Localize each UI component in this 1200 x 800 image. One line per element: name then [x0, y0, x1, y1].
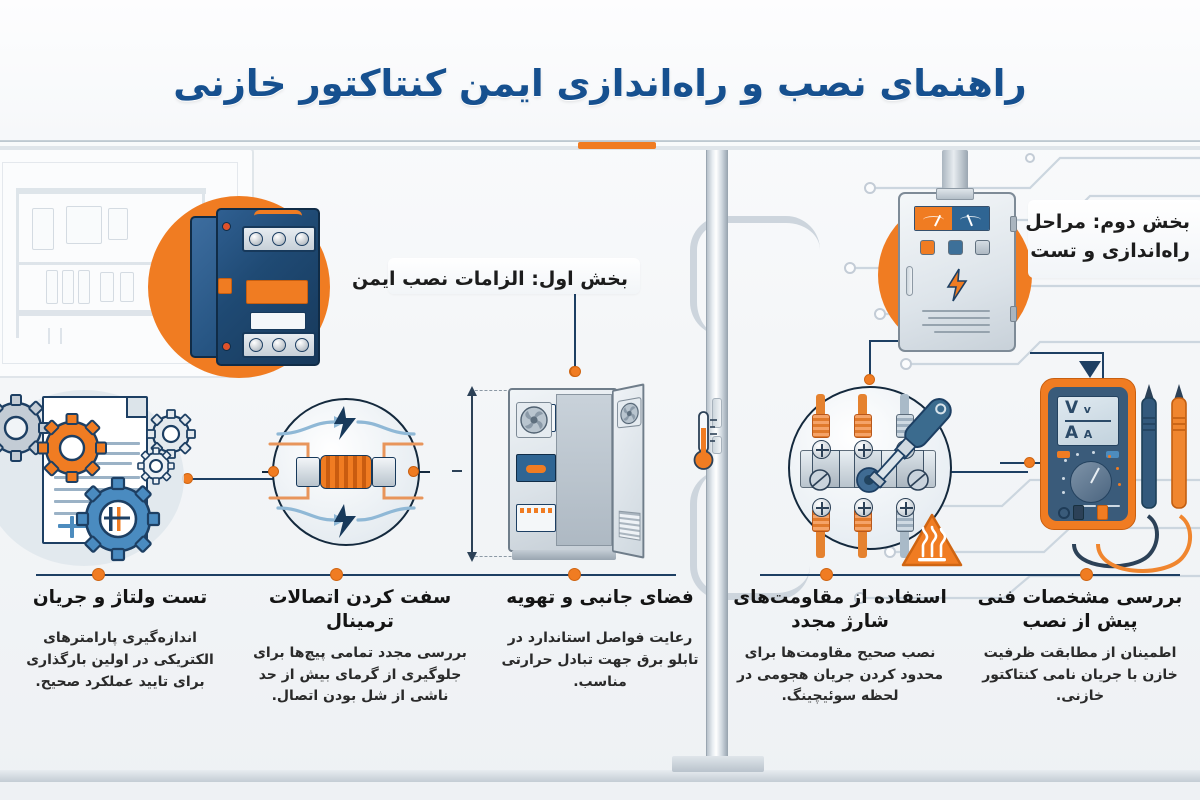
terminal-screw-bottom-2	[854, 498, 873, 517]
cabinet-height-dimension-arrow	[467, 386, 477, 562]
card-body: بررسی مجدد تمامی پیچ‌ها برای جلوگیری از …	[253, 644, 467, 705]
step-card-testing: تست ولتاژ و جریان اندازه‌گیری پارامترهای…	[0, 586, 240, 800]
gear-cluster-icon	[0, 394, 196, 562]
cabinet-tick-left	[452, 470, 462, 472]
control-panel-cabinet-icon	[898, 192, 1017, 352]
connector-dot-cabinet-top	[570, 366, 581, 377]
card-body: نصب صحیح مقاومت‌ها برای محدود کردن جریان…	[736, 644, 944, 705]
multimeter-probe-leads	[1072, 514, 1192, 573]
section-two-plate	[1028, 200, 1200, 278]
section-one-plate	[388, 258, 640, 294]
multimeter-probe-black	[1141, 384, 1157, 509]
panel-hinge-bottom	[1010, 306, 1017, 322]
terminal-screw-bottom-1	[812, 498, 831, 517]
terminal-wire-3-bottom	[900, 518, 909, 558]
panel-conduit-cap	[936, 188, 974, 200]
bottom-rail-dot-3	[568, 568, 581, 581]
resistor-node-right	[268, 466, 279, 477]
page-title: راهنمای نصب و راه‌اندازی ایمن کنتاکتور خ…	[173, 62, 1027, 105]
bottom-rail-dot-5	[1080, 568, 1093, 581]
step-card-resistors: استفاده از مقاومت‌های شارژ مجدد نصب صحیح…	[720, 586, 960, 800]
step-card-terminals: سفت کردن اتصالات ترمینال بررسی مجدد تمام…	[240, 586, 480, 800]
card-title: سفت کردن اتصالات ترمینال	[268, 587, 452, 633]
display-volt-symbol: V	[1065, 398, 1079, 419]
multimeter-led-left	[1057, 451, 1070, 458]
display-amp-symbol: A	[1065, 422, 1079, 443]
capacitor-contactor-icon	[190, 208, 320, 366]
display-amp-unit: A	[1083, 427, 1093, 441]
lightning-bolt-icon	[946, 268, 968, 302]
panel-hinge-top	[1010, 216, 1017, 232]
electrical-cabinet-icon	[508, 383, 645, 564]
meter-connector-marker	[1079, 361, 1101, 378]
multimeter-led-right	[1106, 451, 1119, 458]
connector-tag-down	[574, 284, 576, 370]
multimeter-port-com[interactable]	[1058, 507, 1070, 519]
bottom-rail-dot-2	[330, 568, 343, 581]
resistor-icon	[296, 455, 396, 489]
connector-terminal-to-meter	[948, 471, 1028, 473]
connector-dot-terminal-top	[864, 374, 875, 385]
digital-multimeter-icon: V v A A	[1040, 378, 1136, 530]
card-body: اطمینان از مطابقت ظرفیت خازن با جریان نا…	[982, 644, 1178, 705]
cabinet-dim-top	[470, 390, 526, 391]
card-title: استفاده از مقاومت‌های شارژ مجدد	[733, 587, 947, 633]
multimeter-probe-red	[1171, 384, 1187, 509]
title-accent-rule	[578, 142, 656, 149]
conduit-base	[672, 756, 764, 772]
section-one-label: بخش اول: الزامات نصب ایمن	[352, 268, 628, 290]
step-card-specs: بررسی مشخصات فنی پیش از نصب اطمینان از م…	[960, 586, 1200, 800]
connector-panel-to-meter	[1030, 352, 1104, 354]
bottom-flow-rail-right	[760, 574, 1180, 576]
card-body: اندازه‌گیری پارامترهای الکتریکی در اولین…	[26, 630, 214, 690]
hot-surface-warning-icon	[901, 513, 963, 567]
cabinet-fan-door	[617, 396, 642, 429]
conduit-bend-lower	[690, 470, 810, 600]
bottom-frame-bar	[0, 770, 1200, 782]
multimeter-jack-red	[1097, 505, 1108, 520]
cabinet-fan-left	[516, 402, 552, 438]
terminal-screw-top-1	[812, 440, 831, 459]
card-title: بررسی مشخصات فنی پیش از نصب	[977, 587, 1183, 633]
bottom-rail-dot-4	[820, 568, 833, 581]
panel-gauges	[914, 206, 990, 231]
terminal-wire-2-bottom	[858, 518, 867, 558]
card-title: تست ولتاژ و جریان	[32, 587, 208, 608]
multimeter-jack-black	[1073, 505, 1084, 520]
step-card-ventilation: فضای جانبی و تهویه رعایت فواصل استاندارد…	[480, 586, 720, 800]
terminal-screw-bottom-3	[896, 498, 915, 517]
panel-buttons	[920, 240, 990, 255]
section-two-label: بخش دوم: مراحل راه‌اندازی و تست	[1025, 211, 1190, 263]
terminal-wire-1-bottom	[816, 518, 825, 558]
bottom-rail-dot-1	[92, 568, 105, 581]
resistor-node-left	[408, 466, 419, 477]
bottom-flow-rail-left	[36, 574, 676, 576]
panel-label-lines	[922, 310, 990, 338]
screwdriver-icon	[867, 398, 952, 489]
conduit-clip-lower	[712, 436, 722, 454]
connector-terminal-up	[869, 340, 871, 378]
multimeter-display: V v A A	[1057, 396, 1119, 446]
step-cards-row: بررسی مشخصات فنی پیش از نصب اطمینان از م…	[0, 586, 1200, 800]
display-volt-unit: v	[1083, 403, 1091, 417]
terminal-lug-2-top	[854, 414, 872, 438]
connector-terminal-to-panel	[869, 340, 903, 342]
panel-door-handle	[906, 266, 913, 296]
thermometer-icon	[693, 411, 717, 470]
header-band	[0, 0, 1200, 140]
card-body: رعایت فواصل استاندارد در تابلو برق جهت ت…	[501, 630, 699, 690]
terminal-screw-top-2	[854, 440, 873, 459]
multimeter-rotary-dial[interactable]	[1070, 461, 1112, 503]
connector-dot-meter	[1024, 457, 1035, 468]
connector-doc-to-resistor	[190, 478, 278, 480]
conduit-bend-upper	[690, 216, 820, 336]
terminal-lug-1-top	[812, 414, 830, 438]
cabinet-dim-bottom	[470, 556, 526, 557]
card-title: فضای جانبی و تهویه	[506, 587, 694, 608]
conduit-clip-upper	[712, 398, 722, 428]
